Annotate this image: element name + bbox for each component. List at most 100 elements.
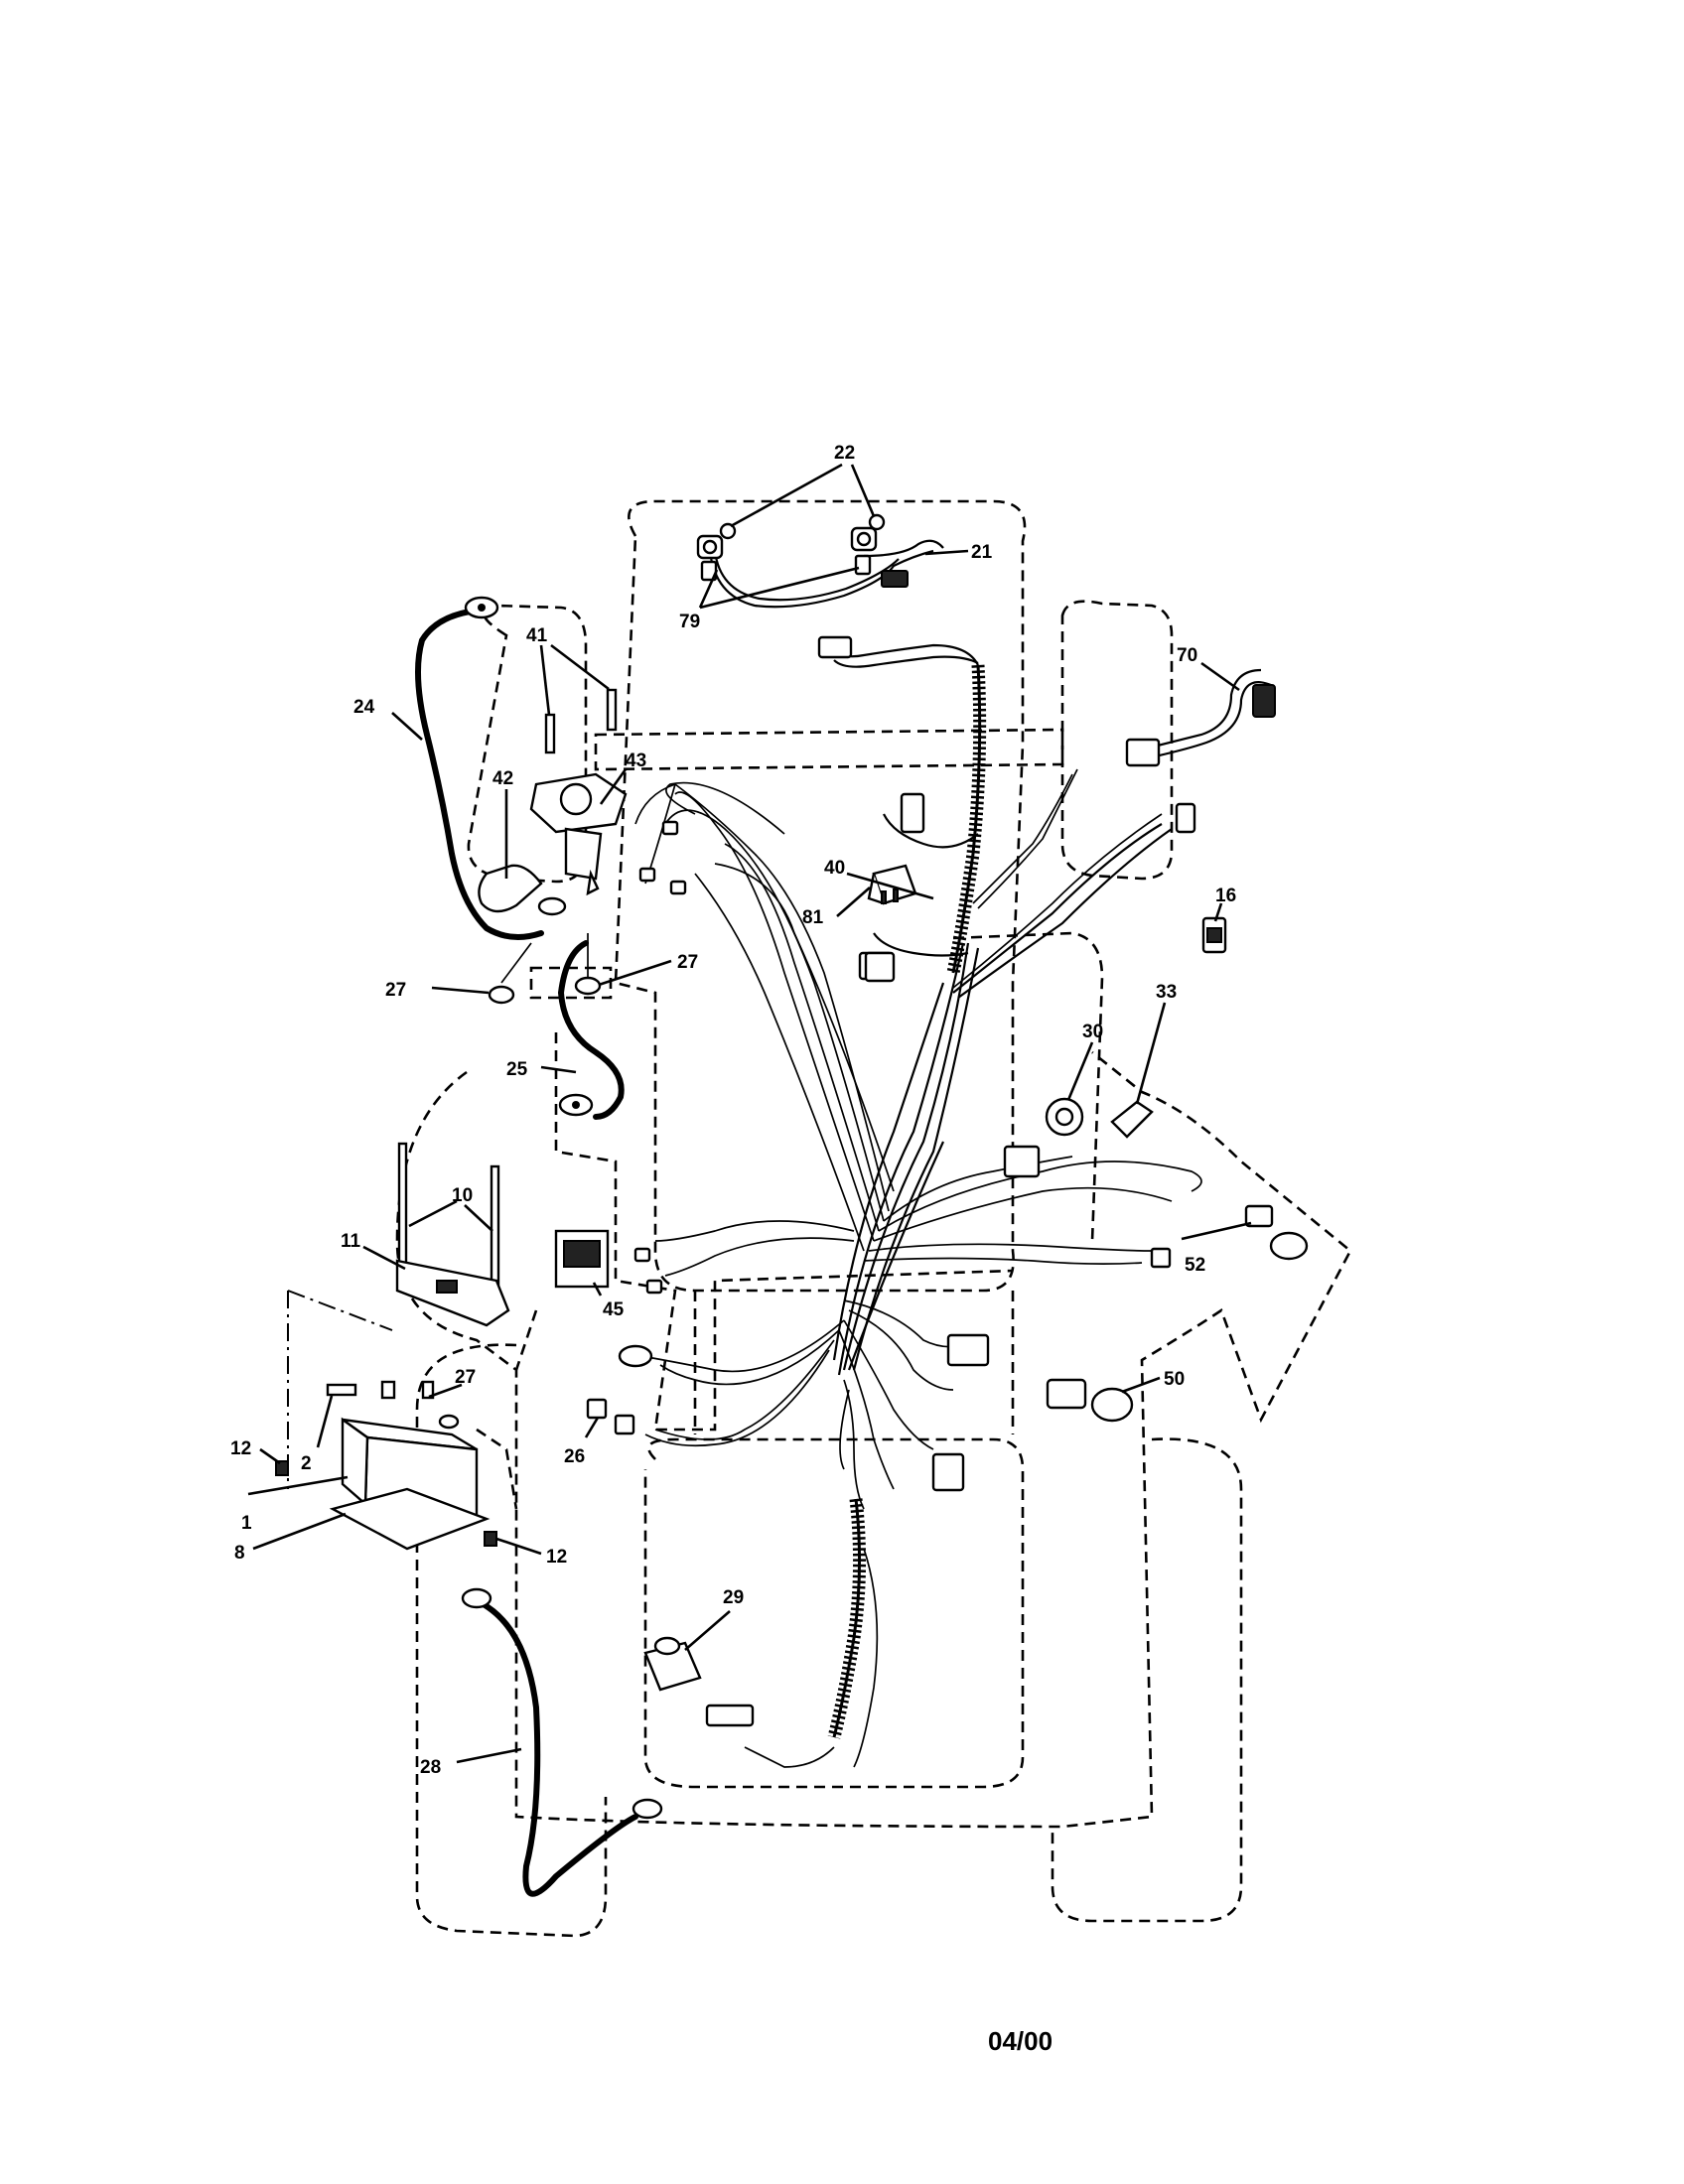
terminal-26-b bbox=[614, 1414, 635, 1435]
ring-terminal-24-top bbox=[464, 596, 499, 619]
callout-52: 52 bbox=[1185, 1255, 1205, 1276]
tractor-outline bbox=[287, 499, 1352, 1938]
connector-top bbox=[817, 635, 853, 659]
strap-42 bbox=[478, 864, 543, 913]
battery-bracket-dashdot bbox=[287, 1290, 393, 1489]
bolt-2 bbox=[326, 1383, 357, 1397]
callout-22: 22 bbox=[834, 443, 855, 464]
switch-16 bbox=[1201, 916, 1227, 954]
nut-27-battery bbox=[421, 1380, 435, 1400]
nut-12-right bbox=[484, 1531, 497, 1547]
relay-81 bbox=[867, 864, 917, 905]
ignition-switch-30 bbox=[1045, 1097, 1084, 1137]
callouts: 22 21 79 70 41 24 42 43 40 81 16 27 27 3… bbox=[230, 443, 1236, 1778]
nut-2 bbox=[380, 1380, 396, 1400]
cable-28 bbox=[479, 1600, 638, 1897]
callout-11: 11 bbox=[341, 1231, 361, 1252]
callout-27-left: 27 bbox=[385, 980, 406, 1001]
callout-25: 25 bbox=[506, 1059, 528, 1080]
battery-group bbox=[275, 1142, 663, 1897]
battery-tray-8 bbox=[329, 1487, 491, 1551]
hood-outline bbox=[614, 499, 1027, 1293]
bulb-22-left bbox=[719, 522, 737, 540]
bulb-22-right bbox=[868, 513, 886, 531]
connector-lower-right bbox=[946, 1333, 990, 1367]
connector-near-30 bbox=[1003, 1145, 1041, 1178]
callout-79: 79 bbox=[679, 612, 700, 632]
spade-terminal-c bbox=[661, 820, 679, 836]
bolt-41-left bbox=[544, 713, 556, 754]
callout-41: 41 bbox=[526, 625, 548, 646]
callout-30: 30 bbox=[1082, 1022, 1103, 1042]
switch-33 bbox=[1110, 1100, 1154, 1139]
fender-outline bbox=[395, 1050, 1352, 1829]
connector-near-29 bbox=[705, 1704, 755, 1727]
switch-50 bbox=[1046, 1378, 1134, 1423]
lamp-socket-right bbox=[850, 526, 878, 552]
nut-27-left bbox=[488, 985, 515, 1005]
callout-27-battery: 27 bbox=[455, 1367, 476, 1388]
lower-coil bbox=[827, 1498, 867, 1739]
solenoid-box-outline bbox=[529, 966, 613, 1000]
spade-terminal-e bbox=[669, 880, 687, 895]
callout-1: 1 bbox=[241, 1513, 252, 1534]
module-45 bbox=[554, 1229, 610, 1289]
callout-10: 10 bbox=[452, 1185, 473, 1206]
spade-terminal-b bbox=[645, 1279, 663, 1295]
callout-50: 50 bbox=[1164, 1369, 1185, 1390]
callout-33: 33 bbox=[1156, 982, 1177, 1003]
connector-79-right bbox=[854, 554, 872, 576]
right-rear-wheel-outline bbox=[1051, 1437, 1243, 1923]
callout-16: 16 bbox=[1215, 886, 1236, 906]
connector-70-plug bbox=[1125, 738, 1161, 767]
callout-8: 8 bbox=[234, 1543, 245, 1564]
battery-area-outline bbox=[476, 1309, 538, 1510]
spade-terminal-a bbox=[633, 1247, 651, 1263]
harness-coil-upper bbox=[946, 664, 987, 975]
connector-70-end bbox=[1252, 684, 1276, 718]
callout-43: 43 bbox=[626, 751, 646, 771]
solenoid-29 bbox=[643, 1636, 702, 1692]
connector-mid bbox=[900, 792, 925, 834]
deck-outline bbox=[693, 1291, 1015, 1434]
bolt-41-right bbox=[606, 688, 618, 732]
terminal-26-a bbox=[586, 1398, 608, 1420]
cable-24 bbox=[415, 608, 544, 940]
cable-25 bbox=[557, 940, 625, 1120]
frame-outline bbox=[554, 1032, 1014, 1432]
harness-40 bbox=[817, 635, 987, 981]
steering-panel-outline bbox=[952, 931, 1104, 1242]
callout-12-left: 12 bbox=[230, 1438, 251, 1459]
ring-terminal-lower bbox=[618, 1344, 653, 1368]
lamp-socket-left bbox=[696, 534, 724, 560]
nut-12-left bbox=[275, 1460, 289, 1476]
left-rear-wheel-outline bbox=[415, 1343, 608, 1938]
bulb-52 bbox=[1244, 1204, 1309, 1261]
rod-10-right bbox=[490, 1164, 500, 1288]
ring-terminal-28-bottom bbox=[632, 1798, 663, 1820]
headlight-harness bbox=[696, 513, 944, 609]
callout-12-right: 12 bbox=[546, 1547, 567, 1568]
wiring bbox=[634, 668, 1272, 1768]
ring-terminal-24-bottom bbox=[537, 896, 567, 916]
harness-coil-lower bbox=[827, 1498, 867, 1739]
callout-81: 81 bbox=[802, 907, 824, 928]
components bbox=[554, 684, 1309, 1727]
connector-bottom-right bbox=[931, 1452, 965, 1492]
socket-21 bbox=[881, 570, 909, 588]
callout-42: 42 bbox=[492, 768, 513, 789]
connector-near-81 bbox=[864, 951, 896, 983]
callout-21: 21 bbox=[971, 542, 993, 563]
connector-70-mid bbox=[1175, 802, 1196, 834]
date-code: 04/00 bbox=[988, 2026, 1052, 2056]
callout-24: 24 bbox=[353, 697, 375, 718]
callout-26: 26 bbox=[564, 1446, 585, 1467]
callout-28: 28 bbox=[420, 1757, 441, 1778]
callout-29: 29 bbox=[723, 1587, 744, 1608]
callout-70: 70 bbox=[1177, 645, 1197, 666]
leader-lines bbox=[247, 463, 1252, 1764]
solenoid-assembly bbox=[415, 596, 628, 1120]
callout-2: 2 bbox=[301, 1453, 312, 1474]
callout-45: 45 bbox=[603, 1299, 625, 1320]
